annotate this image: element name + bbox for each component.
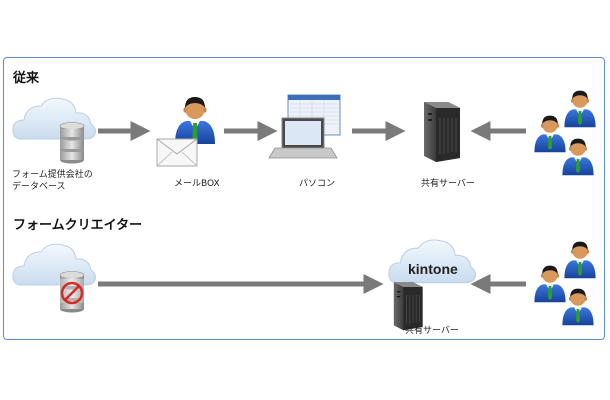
section-title-traditional: 従来 [12,70,40,86]
server-tower-icon [393,281,424,331]
laptop-icon [268,94,341,159]
form-db-label-line1: フォーム提供会社の [12,168,93,180]
section-title-form-creator: フォームクリエイター [13,218,142,233]
person-icon [175,97,215,144]
people-group-icon [534,241,596,326]
database-icon [59,122,85,164]
blocked-database-icon [59,271,85,313]
kintone-label: kintone [408,261,458,277]
shared-server-label-1: 共有サーバー [421,177,475,189]
form-db-label-line2: データベース [12,180,66,192]
server-tower-icon [423,101,461,163]
envelope-icon [156,138,198,167]
mail-box-label: メールBOX [174,179,220,189]
shared-server-label-2: 共有サーバー [405,324,459,336]
people-group-icon [534,90,596,176]
pc-label: パソコン [299,178,335,189]
